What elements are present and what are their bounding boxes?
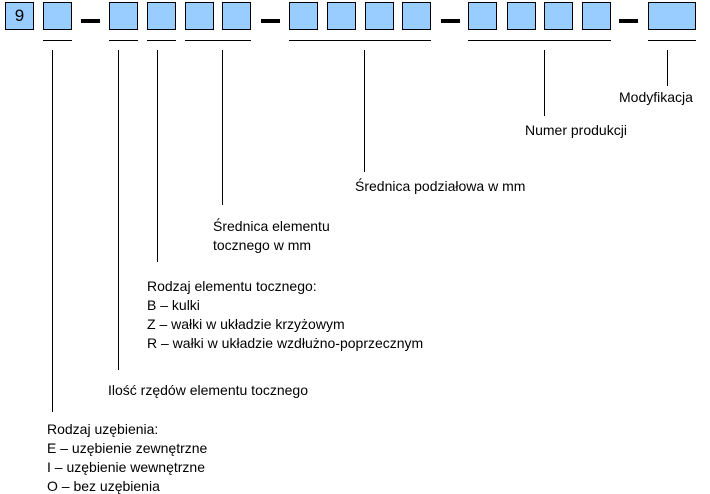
underline <box>289 40 431 41</box>
code-box-element-diameter <box>185 2 214 30</box>
separator-dash <box>441 19 460 23</box>
leader-line <box>157 50 158 262</box>
separator-dash <box>81 19 100 23</box>
code-box-production <box>468 2 497 30</box>
underline <box>43 40 72 41</box>
code-box-pitch-diameter <box>289 2 318 30</box>
underline <box>185 40 251 41</box>
leader-line <box>118 50 119 370</box>
code-box-rows <box>109 2 138 30</box>
code-box-element-diameter <box>222 2 251 30</box>
label-line: Średnica elementu <box>213 218 330 234</box>
code-box-pitch-diameter <box>365 2 394 30</box>
underline <box>147 40 176 41</box>
leader-line <box>222 50 223 205</box>
separator-dash <box>261 19 280 23</box>
code-box-production <box>544 2 573 30</box>
label-option: Z – wałki w układzie krzyżowym <box>147 316 345 332</box>
underline <box>109 40 138 41</box>
leader-line <box>364 50 365 172</box>
underline <box>468 40 611 41</box>
label-element-diameter: Średnica elementu tocznego w mm <box>213 217 330 255</box>
label-option: I – uzębienie wewnętrzne <box>47 459 205 475</box>
code-box-pitch-diameter <box>327 2 356 30</box>
code-box-modification <box>648 2 696 30</box>
label-pitch-diameter: Średnica podziałowa w mm <box>355 178 526 194</box>
label-option: R – wałki w układzie wzdłużno-poprzeczny… <box>147 335 424 351</box>
code-box-production <box>582 2 611 30</box>
code-box-gearing <box>43 2 72 30</box>
underline <box>648 40 696 41</box>
leader-line <box>667 50 668 86</box>
label-modification: Modyfikacja <box>619 89 693 105</box>
label-option: E – uzębienie zewnętrzne <box>47 440 208 456</box>
code-box-digit: 9 <box>5 2 34 30</box>
leader-line <box>544 50 545 116</box>
separator-dash <box>619 19 638 23</box>
code-box-pitch-diameter <box>402 2 431 30</box>
leader-line <box>52 50 53 412</box>
label-option: B – kulki <box>147 297 200 313</box>
label-gearing-type: Rodzaj uzębienia: E – uzębienie zewnętrz… <box>47 420 207 494</box>
label-line: tocznego w mm <box>213 237 312 253</box>
label-option: O – bez uzębienia <box>47 478 160 494</box>
label-production-number: Numer produkcji <box>525 122 627 138</box>
code-box-element-type <box>147 2 176 30</box>
code-box-production <box>507 2 536 30</box>
label-element-type: Rodzaj elementu tocznego: B – kulki Z – … <box>147 277 423 353</box>
label-row-count: Ilość rzędów elementu tocznego <box>108 382 308 398</box>
label-title: Rodzaj uzębienia: <box>47 421 159 437</box>
label-title: Rodzaj elementu tocznego: <box>147 278 317 294</box>
